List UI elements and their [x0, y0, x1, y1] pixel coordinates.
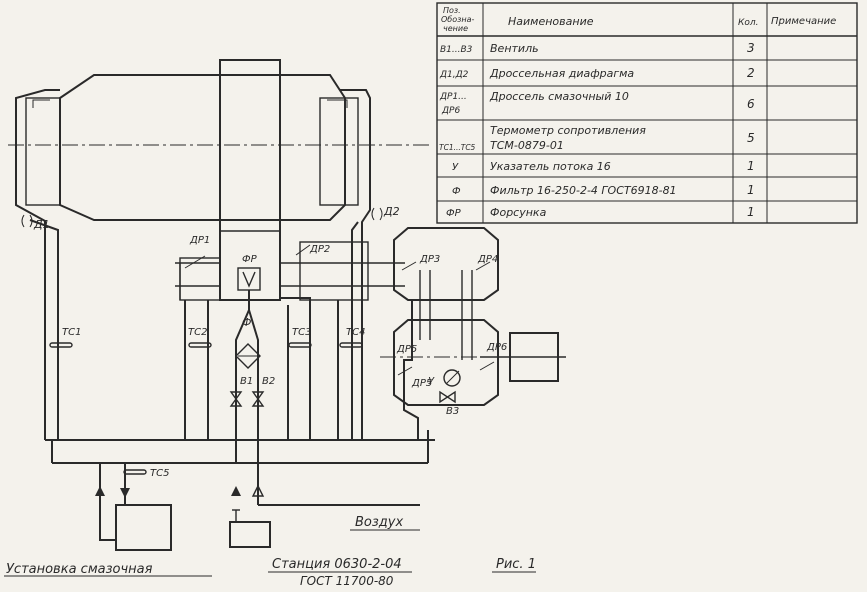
header-pos-2: Обозна- — [441, 15, 475, 24]
header-note: Примечание — [771, 16, 836, 27]
row-2-name: Дроссельная диафрагма — [489, 67, 634, 80]
header-pos-1: Поз. — [443, 6, 461, 15]
diagram-labels: Д1 Д2 ДР1 ДР2 ДР3 ДР4 ДР5 ДР5 ДР6 ФР Ф В… — [4, 205, 536, 588]
row-1-name: Вентиль — [490, 42, 539, 55]
label-v2: В2 — [262, 376, 275, 387]
label-tc2: ТС2 — [188, 327, 207, 338]
row-2-pos: Д1,Д2 — [439, 70, 469, 80]
label-tc1: ТС1 — [62, 327, 81, 338]
gearbox — [380, 227, 566, 440]
legend-table: Поз. Обозна- чение Наименование Кол. При… — [436, 2, 858, 224]
row-4-qty: 5 — [747, 131, 755, 145]
header-pos-3: чение — [443, 24, 468, 33]
label-air: Воздух — [355, 515, 403, 530]
row-5-pos: У — [452, 162, 459, 173]
label-dr6: ДР6 — [486, 342, 507, 353]
label-dr5-lower: ДР5 — [411, 378, 432, 389]
bearing-supports — [175, 241, 405, 440]
row-6-name: Фильтр 16-250-2-4 ГОСТ6918-81 — [490, 184, 677, 197]
label-d2: Д2 — [383, 205, 400, 218]
row-7-pos: ФР — [446, 208, 462, 219]
choke-marks — [21, 207, 495, 376]
row-3-pos2: ДР6 — [441, 106, 460, 116]
label-fr: ФР — [242, 254, 258, 265]
label-u: У — [428, 376, 435, 387]
label-station-2: ГОСТ 11700-80 — [300, 574, 394, 588]
row-3-name: Дроссель смазочный 10 — [489, 90, 629, 103]
label-d1: Д1 — [33, 218, 50, 231]
row-4-pos: ТС1...ТС5 — [439, 143, 476, 152]
row-6-qty: 1 — [747, 183, 755, 197]
row-6-pos: Ф — [452, 186, 461, 197]
label-dr2: ДР2 — [309, 244, 330, 255]
header-name: Наименование — [508, 15, 594, 28]
label-tc3: ТС3 — [292, 327, 311, 338]
label-lube-unit: Установка смазочная — [6, 562, 153, 577]
label-dr5-upper: ДР5 — [396, 344, 417, 355]
thermometers — [49, 342, 363, 475]
row-4-name2: ТСМ-0879-01 — [490, 139, 564, 152]
row-2-qty: 2 — [747, 66, 755, 80]
row-4-name: Термометр сопротивления — [490, 124, 646, 137]
machine-body — [8, 59, 430, 440]
row-5-qty: 1 — [747, 159, 755, 173]
row-5-name: Указатель потока 16 — [490, 160, 611, 173]
row-7-qty: 1 — [747, 205, 755, 219]
label-v1: В1 — [240, 376, 253, 387]
label-dr3: ДР3 — [419, 254, 440, 265]
injector-chain — [229, 267, 461, 407]
label-figure: Рис. 1 — [496, 557, 536, 572]
header-qty: Кол. — [738, 18, 759, 28]
label-station-1: Станция 0630-2-04 — [272, 557, 402, 572]
row-7-name: Форсунка — [490, 206, 547, 219]
row-1-pos: В1...В3 — [440, 45, 473, 55]
collector-pipework — [45, 405, 435, 551]
label-dr1: ДР1 — [189, 235, 210, 246]
label-tc5: ТС5 — [150, 468, 169, 479]
label-v3: В3 — [446, 406, 459, 417]
row-3-pos: ДР1... — [439, 92, 467, 102]
row-3-qty: 6 — [747, 97, 755, 111]
label-dr4: ДР4 — [477, 254, 498, 265]
label-tc4: ТС4 — [346, 327, 365, 338]
label-f: Ф — [242, 316, 251, 329]
row-1-qty: 3 — [747, 41, 755, 55]
